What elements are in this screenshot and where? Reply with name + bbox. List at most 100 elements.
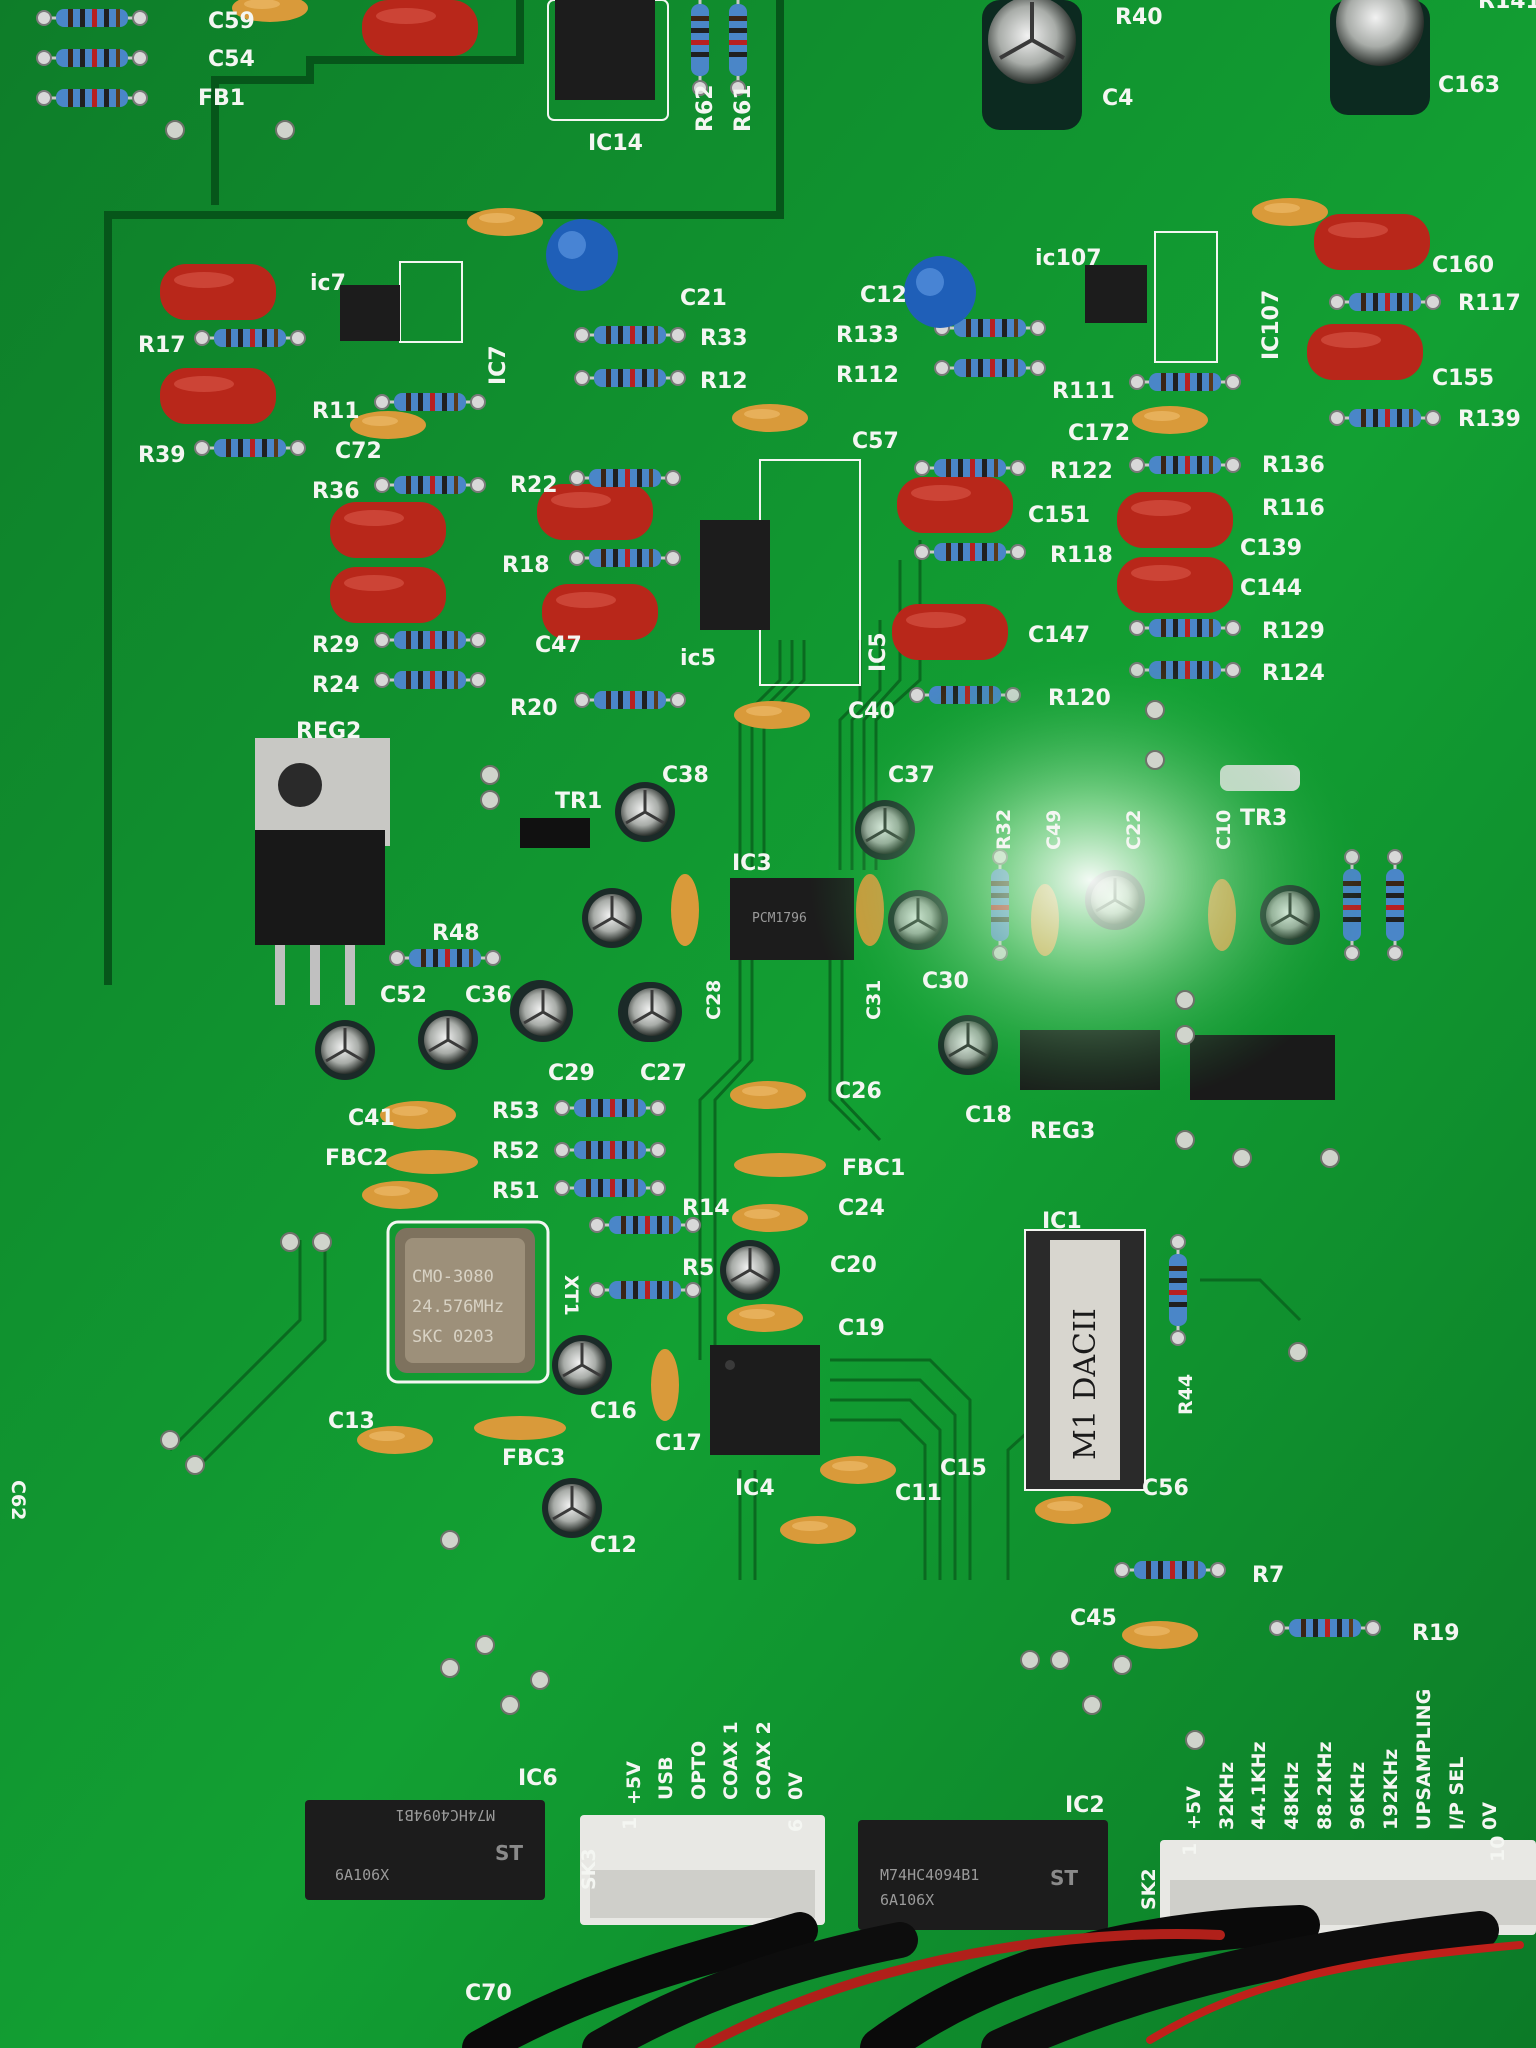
silkscreen-labels: C59 C54 FB1 IC14 R62 R61 R40 C4 C163 R14… xyxy=(7,0,1536,2006)
label-c21: C21 xyxy=(680,286,727,311)
label-c27: C27 xyxy=(640,1061,687,1086)
label-r7: R7 xyxy=(1252,1563,1284,1588)
label-c10: C10 xyxy=(1213,810,1235,850)
crystal-line-1: CMO-3080 xyxy=(412,1267,494,1287)
sk2-pin-number-last: 10 xyxy=(1487,1836,1509,1862)
label-r52: R52 xyxy=(492,1139,540,1164)
st-logo-ic2: ST xyxy=(1050,1866,1078,1890)
label-fbc1: FBC1 xyxy=(842,1156,905,1181)
label-r141: R141 xyxy=(1478,0,1536,14)
label-r14: R14 xyxy=(682,1196,730,1221)
sk2-pin-7: 192KHz xyxy=(1380,1749,1402,1830)
label-c49: C49 xyxy=(1043,810,1065,850)
ic6-line-1: M74HC4094B1 xyxy=(396,1806,495,1824)
label-r40: R40 xyxy=(1115,5,1163,30)
ic6-shift-register: M74HC4094B1 6A106X ST xyxy=(305,1800,545,1900)
bulk-capacitors xyxy=(982,0,1430,130)
label-c151: C151 xyxy=(1028,503,1090,528)
crystal-line-3: SKC 0203 xyxy=(412,1327,494,1347)
label-r20: R20 xyxy=(510,696,558,721)
ic2-line-2: 6A106X xyxy=(880,1891,934,1909)
sk3-connector xyxy=(580,1815,825,1925)
label-r39: R39 xyxy=(138,443,186,468)
label-c41: C41 xyxy=(348,1106,395,1131)
sk3-pin-5: COAX 2 xyxy=(753,1721,775,1800)
label-r139: R139 xyxy=(1458,407,1521,432)
ground-plane-outline xyxy=(104,0,784,985)
label-fbc3: FBC3 xyxy=(502,1446,565,1471)
label-ic3: IC3 xyxy=(732,851,772,876)
label-c36: C36 xyxy=(465,983,512,1008)
fbc2-ferrite-cap xyxy=(386,1150,478,1174)
ic2-shift-register: M74HC4094B1 6A106X ST xyxy=(858,1820,1108,1930)
label-tr1: TR1 xyxy=(555,789,602,814)
sk2-pin-2: 32KHz xyxy=(1216,1762,1238,1830)
label-ic107: IC107 xyxy=(1259,290,1284,360)
label-c19: C19 xyxy=(838,1316,885,1341)
sk3-pin-number-first: 1 xyxy=(619,1817,641,1830)
label-c24: C24 xyxy=(838,1196,885,1221)
label-c160: C160 xyxy=(1432,253,1494,278)
sk2-pin-labels: 1 +5V 32KHz 44.1KHz 48KHz 88.2KHz 96KHz … xyxy=(1179,1689,1509,1862)
label-ic107-top: ic107 xyxy=(1035,246,1102,271)
label-tr3: TR3 xyxy=(1240,806,1287,831)
st-logo-ic6: ST xyxy=(495,1841,523,1865)
label-c28: C28 xyxy=(703,980,725,1020)
label-r111: R111 xyxy=(1052,379,1115,404)
label-ic6: IC6 xyxy=(518,1766,558,1791)
label-c18: C18 xyxy=(965,1103,1012,1128)
label-r61: R61 xyxy=(731,84,756,132)
label-r136: R136 xyxy=(1262,453,1325,478)
ic1-socket: M1 DACII xyxy=(1024,1229,1146,1491)
label-reg3: REG3 xyxy=(1030,1119,1095,1144)
label-c70: C70 xyxy=(465,1981,512,2006)
label-c4: C4 xyxy=(1102,86,1133,111)
sk2-pin-10: 0V xyxy=(1479,1802,1501,1830)
label-reg2: REG2 xyxy=(296,719,361,744)
label-c172: C172 xyxy=(1068,421,1130,446)
label-fbc2: FBC2 xyxy=(325,1146,388,1171)
label-r29: R29 xyxy=(312,633,360,658)
label-r24: R24 xyxy=(312,673,360,698)
label-c139: C139 xyxy=(1240,536,1302,561)
label-c12: C12 xyxy=(590,1533,637,1558)
label-c57: C57 xyxy=(852,429,899,454)
label-r120: R120 xyxy=(1048,686,1111,711)
label-r17: R17 xyxy=(138,333,186,358)
sk2-pin-9: I/P SEL xyxy=(1446,1757,1468,1830)
label-c47: C47 xyxy=(535,633,582,658)
label-c17: C17 xyxy=(655,1431,702,1456)
label-r62: R62 xyxy=(693,84,718,132)
label-c11: C11 xyxy=(895,1481,942,1506)
label-ic2: IC2 xyxy=(1065,1793,1105,1818)
sk3-pin-2: USB xyxy=(655,1756,677,1800)
light-glare xyxy=(810,650,1370,1110)
label-r51: R51 xyxy=(492,1179,540,1204)
label-ic4: IC4 xyxy=(735,1476,775,1501)
fbc1-ferrite-cap xyxy=(734,1153,826,1177)
ic1-marking: M1 DACII xyxy=(1068,1308,1103,1460)
label-r53: R53 xyxy=(492,1099,540,1124)
label-c59: C59 xyxy=(208,9,255,34)
label-fb1: FB1 xyxy=(198,86,245,111)
ic7-opamp xyxy=(340,261,463,343)
label-c29: C29 xyxy=(548,1061,595,1086)
svg-text:PCM1796: PCM1796 xyxy=(752,911,807,926)
sk3-pin-6: 0V xyxy=(785,1772,807,1800)
label-c38: C38 xyxy=(662,763,709,788)
sk2-pin-5: 88.2KHz xyxy=(1314,1741,1336,1830)
label-c147: C147 xyxy=(1028,623,1090,648)
tr1-transistor xyxy=(520,818,590,848)
sk2-pin-6: 96KHz xyxy=(1347,1762,1369,1830)
ic107-opamp xyxy=(1085,231,1218,363)
label-c15: C15 xyxy=(940,1456,987,1481)
sk2-pin-number-first: 1 xyxy=(1179,1843,1201,1856)
ic2-line-1: M74HC4094B1 xyxy=(880,1866,979,1884)
sk3-pin-4: COAX 1 xyxy=(720,1721,742,1800)
label-ic5: IC5 xyxy=(866,632,891,672)
label-c22: C22 xyxy=(1123,810,1145,850)
label-c163: C163 xyxy=(1438,73,1500,98)
label-r122: R122 xyxy=(1050,459,1113,484)
label-r118: R118 xyxy=(1050,543,1113,568)
label-c12-top: C12 xyxy=(860,283,907,308)
